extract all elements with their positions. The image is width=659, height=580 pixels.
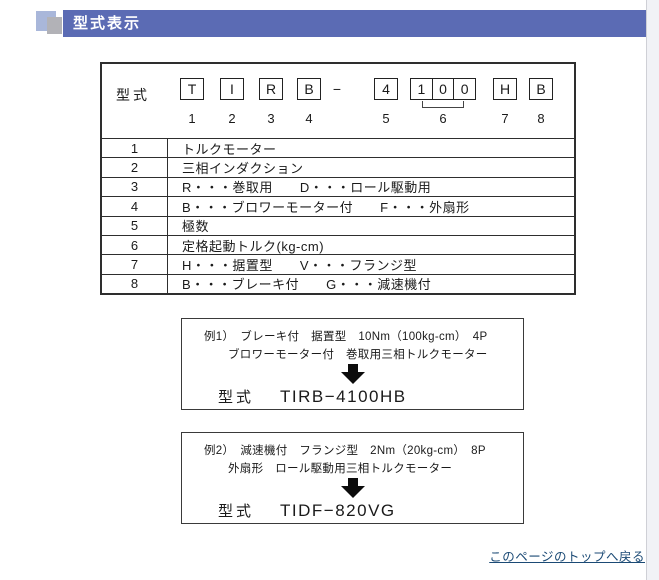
- row-description: B・・・ブレーキ付 G・・・減速機付: [182, 277, 432, 293]
- model-code-diagram: 型式 T I R B − 4 1 0 0 H B 1 2 3 4 5 6 7 8: [102, 64, 574, 138]
- model-code-label: 型式: [116, 87, 150, 103]
- example-model-line: 型式 TIRB−4100HB: [218, 386, 523, 407]
- example-model-label: 型式: [218, 503, 255, 520]
- row-number: 2: [102, 158, 168, 177]
- row-description: 定格起動トルク(kg-cm): [182, 238, 325, 254]
- position-number-5: 5: [382, 111, 390, 126]
- position-number-1: 1: [188, 111, 196, 126]
- page-right-margin: [646, 0, 659, 580]
- table-row: 4 B・・・ブロワーモーター付 F・・・外扇形: [102, 196, 574, 216]
- position-number-2: 2: [228, 111, 236, 126]
- back-to-top-link[interactable]: このページのトップへ戻る: [489, 550, 645, 564]
- row-description: 三相インダクション: [182, 161, 304, 177]
- example-model-line: 型式 TIDF−820VG: [218, 500, 523, 521]
- row-number: 8: [102, 274, 168, 293]
- example-description-line2: 外扇形 ロール駆動用三相トルクモーター: [228, 463, 453, 475]
- table-row: 3 R・・・巻取用 D・・・ロール駆動用: [102, 176, 574, 197]
- row-description: B・・・ブロワーモーター付 F・・・外扇形: [182, 199, 470, 215]
- position-number-6: 6: [439, 111, 447, 126]
- table-row: 5 極数: [102, 215, 574, 235]
- row-description: H・・・据置型 V・・・フランジ型: [182, 257, 418, 273]
- code-box-4: B: [297, 78, 321, 100]
- code-box-3: R: [259, 78, 283, 100]
- table-row: 7 H・・・据置型 V・・・フランジ型: [102, 254, 574, 274]
- code-box-6-cell-3: 0: [453, 79, 475, 99]
- position-number-4: 4: [305, 111, 313, 126]
- code-box-5: 4: [374, 78, 398, 100]
- row-description: R・・・巻取用 D・・・ロール駆動用: [182, 180, 432, 196]
- row-number: 3: [102, 177, 168, 197]
- code-box-6-cell-1: 1: [417, 81, 426, 97]
- page-title: 型式表示: [63, 10, 646, 37]
- code-box-6-cell-2: 0: [431, 79, 454, 99]
- icon-square-gray: [47, 17, 62, 34]
- code-dash: −: [332, 81, 342, 97]
- code-box-7: H: [493, 78, 517, 100]
- group-bracket: [422, 101, 464, 108]
- example-model-label: 型式: [218, 389, 255, 406]
- code-box-2: I: [220, 78, 244, 100]
- example-description-line1: 例2） 減速機付 フランジ型 2Nm（20kg-cm） 8P: [204, 445, 486, 457]
- code-box-6-group: 1 0 0: [410, 78, 476, 100]
- table-row: 6 定格起動トルク(kg-cm): [102, 234, 574, 255]
- row-number: 7: [102, 255, 168, 274]
- position-number-3: 3: [267, 111, 275, 126]
- example-model-code: TIRB−4100HB: [280, 387, 407, 406]
- table-row: 8 B・・・ブレーキ付 G・・・減速機付: [102, 273, 574, 293]
- row-description: 極数: [182, 219, 210, 235]
- table-row: 1 トルクモーター: [102, 138, 574, 158]
- row-number: 4: [102, 197, 168, 216]
- row-number: 1: [102, 139, 168, 158]
- table-row: 2 三相インダクション: [102, 157, 574, 177]
- position-number-8: 8: [537, 111, 545, 126]
- down-arrow-icon: [340, 478, 365, 498]
- row-description: トルクモーター: [182, 141, 277, 157]
- example-description-line1: 例1） ブレーキ付 据置型 10Nm（100kg-cm） 4P: [204, 331, 488, 343]
- overlap-squares-icon: [36, 11, 63, 36]
- code-box-8: B: [529, 78, 553, 100]
- example-description-line2: ブロワーモーター付 巻取用三相トルクモーター: [228, 349, 488, 361]
- code-box-1: T: [180, 78, 204, 100]
- row-number: 6: [102, 235, 168, 255]
- down-arrow-icon: [340, 364, 365, 384]
- example-box-2: 例2） 減速機付 フランジ型 2Nm（20kg-cm） 8P 外扇形 ロール駆動…: [181, 432, 524, 524]
- position-number-7: 7: [501, 111, 509, 126]
- example-model-code: TIDF−820VG: [280, 501, 396, 520]
- model-code-table: 型式 T I R B − 4 1 0 0 H B 1 2 3 4 5 6 7 8…: [100, 62, 576, 295]
- row-number: 5: [102, 216, 168, 235]
- example-box-1: 例1） ブレーキ付 据置型 10Nm（100kg-cm） 4P ブロワーモーター…: [181, 318, 524, 410]
